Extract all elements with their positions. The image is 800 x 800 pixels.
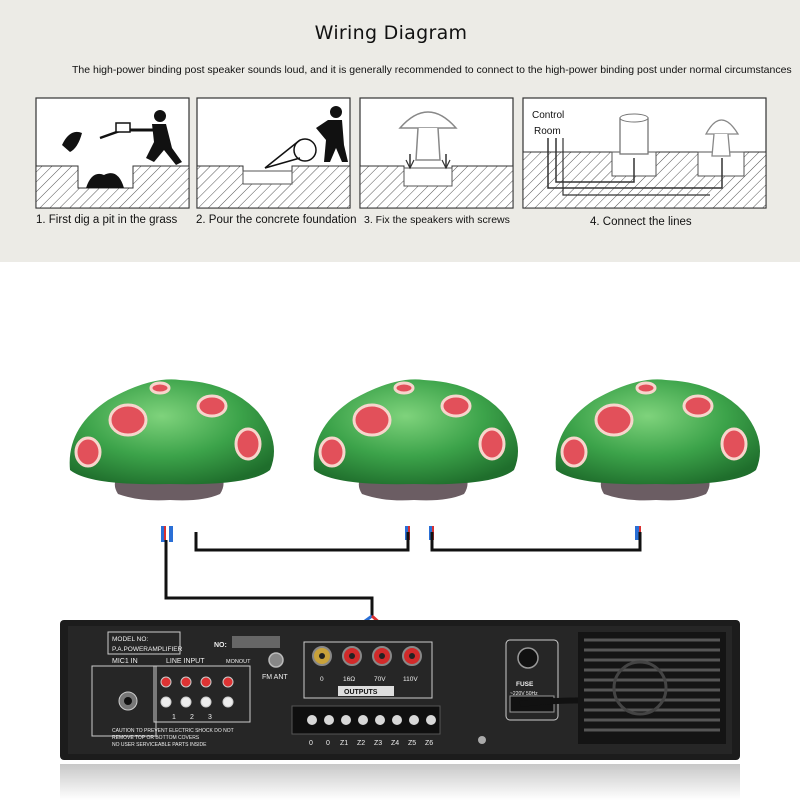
- caution-line-2: REMOVE TOP OR BOTTOM COVERS: [112, 735, 200, 741]
- fuse-label: FUSE: [516, 681, 534, 688]
- zone-label-z5: Z5: [408, 740, 416, 747]
- zone-label-z3: Z3: [374, 740, 382, 747]
- line-number-2: 2: [190, 714, 194, 721]
- zone-label-z6: Z6: [425, 740, 433, 747]
- output-terminal-16ohm: 16Ω: [343, 676, 355, 683]
- line-input-label: LINE INPUT: [166, 658, 205, 665]
- zone-label-z2: Z2: [357, 740, 365, 747]
- voltage-label: ~220V 50Hz: [510, 691, 538, 697]
- monout-label: MONOUT: [226, 659, 251, 665]
- model-name-label: P.A.POWERAMPLIFIER: [112, 646, 183, 653]
- step-4-caption: 4. Connect the lines: [590, 216, 692, 228]
- mushroom-speaker-2: [312, 377, 520, 540]
- speaker-wires: [164, 532, 642, 616]
- step-1-illustration: [35, 97, 190, 209]
- line-number-3: 3: [208, 714, 212, 721]
- zone-label-0b: 0: [326, 740, 330, 747]
- serial-no-label: NO:: [214, 642, 227, 649]
- power-amplifier: MODEL NO: P.A.POWERAMPLIFIER NO: MIC1 IN…: [60, 620, 740, 800]
- output-terminal-0: 0: [320, 676, 324, 683]
- mushroom-speaker-1: [68, 377, 276, 542]
- zone-label-0a: 0: [309, 740, 313, 747]
- control-room-label-line2: Room: [534, 126, 561, 137]
- step-2-caption: 2. Pour the concrete foundation: [196, 214, 357, 226]
- step-2-illustration: [196, 97, 351, 209]
- step-3-caption: 3. Fix the speakers with screws: [364, 214, 510, 226]
- diagram-subtitle: The high-power binding post speaker soun…: [72, 64, 792, 76]
- model-no-label: MODEL NO:: [112, 636, 148, 643]
- step-4-illustration: [522, 97, 767, 209]
- step-3-illustration: [359, 97, 514, 209]
- diagram-title: Wiring Diagram: [314, 22, 468, 44]
- mic-in-label: MIC1 IN: [112, 658, 138, 665]
- speaker-wiring-illustration: MODEL NO: P.A.POWERAMPLIFIER NO: MIC1 IN…: [60, 377, 762, 800]
- zone-label-z4: Z4: [391, 740, 399, 747]
- line-number-1: 1: [172, 714, 176, 721]
- installation-step-illustrations: Control Room: [35, 97, 767, 209]
- step-1-caption: 1. First dig a pit in the grass: [36, 214, 178, 226]
- output-terminal-110v: 110V: [403, 676, 418, 683]
- fm-antenna-label: FM ANT: [262, 674, 288, 681]
- zone-label-z1: Z1: [340, 740, 348, 747]
- mushroom-speaker-3: [554, 377, 762, 540]
- outputs-label: OUTPUTS: [344, 689, 378, 696]
- caution-line-3: NO USER SERVICEABLE PARTS INSIDE: [112, 742, 207, 748]
- caution-line-1: CAUTION TO PREVENT ELECTRIC SHOCK DO NOT: [112, 728, 234, 734]
- control-room-label-line1: Control: [532, 110, 564, 121]
- output-terminal-70v: 70V: [374, 676, 386, 683]
